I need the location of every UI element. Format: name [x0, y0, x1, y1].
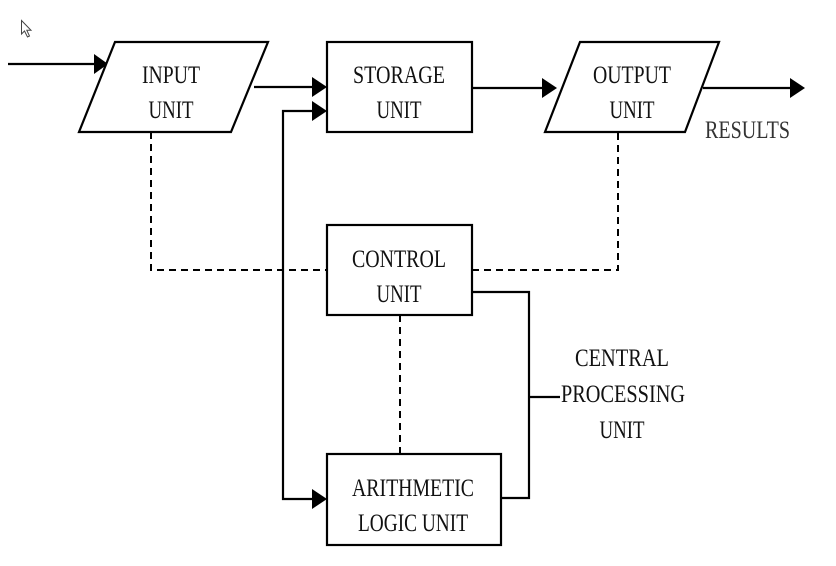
- arrow-alu-storage-loop: [281, 101, 327, 509]
- input-unit-node: INPUT UNIT: [77, 40, 270, 134]
- control-line-input: [150, 132, 327, 271]
- control-unit-node: CONTROL UNIT: [325, 223, 474, 317]
- storage-unit-label-line2: UNIT: [377, 97, 422, 124]
- output-unit-label-line2: UNIT: [610, 97, 655, 124]
- arrow-external-to-input: [8, 54, 108, 74]
- alu-label-line2: LOGIC UNIT: [358, 510, 468, 537]
- output-unit-node: OUTPUT UNIT: [543, 40, 721, 134]
- input-unit-label-line1: INPUT: [142, 62, 200, 89]
- control-unit-label-line2: UNIT: [377, 281, 422, 308]
- control-line-output: [472, 132, 619, 271]
- cpu-label: CENTRAL PROCESSING UNIT: [561, 345, 685, 444]
- output-unit-label-line1: OUTPUT: [593, 62, 671, 89]
- storage-unit-node: STORAGE UNIT: [325, 40, 474, 134]
- alu-label-line1: ARITHMETIC: [352, 475, 474, 502]
- arrow-input-to-storage: [254, 77, 327, 97]
- arrow-output-to-results: [703, 78, 805, 98]
- cpu-label-line3: UNIT: [600, 417, 645, 444]
- cpu-bracket: [472, 290, 560, 500]
- cpu-label-line2: PROCESSING: [561, 381, 685, 408]
- input-unit-label-line2: UNIT: [149, 97, 194, 124]
- arrow-storage-to-output: [472, 78, 557, 98]
- mouse-cursor-icon: [21, 19, 33, 38]
- storage-unit-label-line1: STORAGE: [353, 62, 445, 89]
- alu-node: ARITHMETIC LOGIC UNIT: [325, 452, 503, 547]
- results-label: RESULTS: [705, 117, 790, 144]
- control-unit-label-line1: CONTROL: [352, 246, 446, 273]
- cpu-label-line1: CENTRAL: [575, 345, 669, 372]
